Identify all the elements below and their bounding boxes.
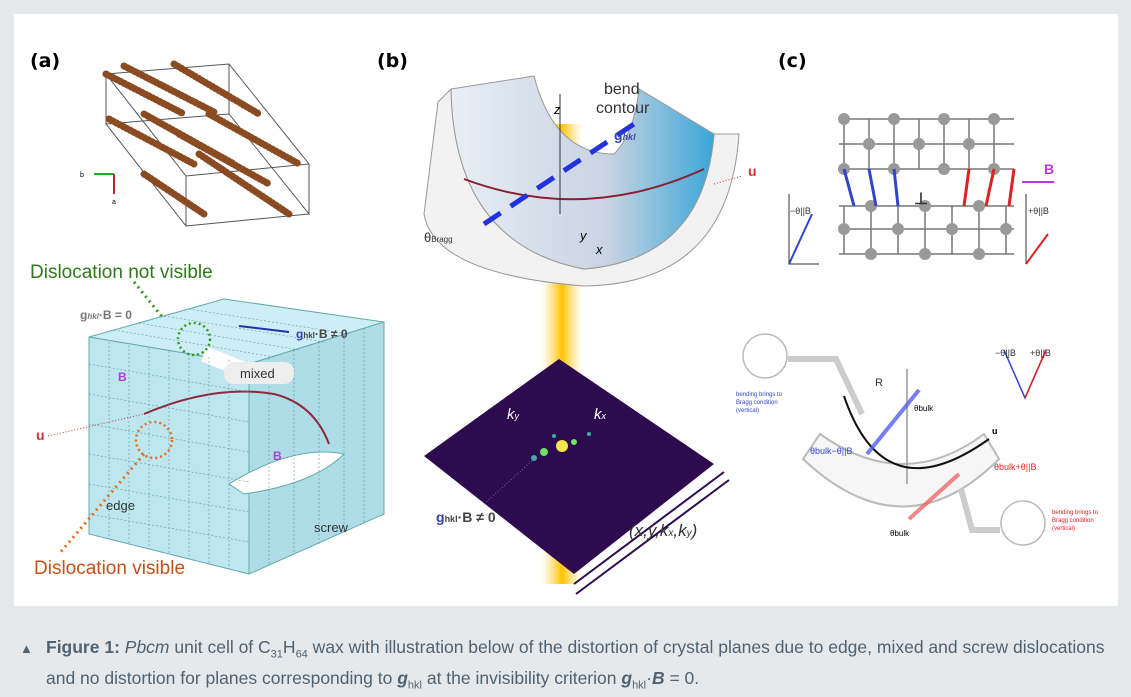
g-vector-arrow <box>238 325 290 333</box>
minus-theta-label-2: −θ||B <box>995 348 1016 358</box>
u-curve <box>843 395 990 470</box>
burgers-vector-label: B <box>118 370 127 384</box>
phase-space-coords: (x,y,kx,ky) <box>629 521 697 540</box>
svg-text:bending brings to: bending brings to <box>736 392 783 398</box>
plus-theta-label-2: +θ||B <box>1030 348 1051 358</box>
mixed-tag <box>224 362 294 384</box>
panel-b: (b) bend contour z ghkl u θBragg y x ky … <box>377 50 757 595</box>
g-dot-b-nonzero-label: ghkl·B ≠ 0 <box>296 327 348 341</box>
dislocation-visible-label: Dislocation visible <box>34 558 185 579</box>
mixed-label: mixed <box>240 366 275 381</box>
svg-text:(vertical): (vertical) <box>1052 526 1075 532</box>
axis-a-label: a <box>112 199 116 206</box>
crystal-block <box>88 298 385 575</box>
edge-label: edge <box>106 498 135 513</box>
burgers-vector-label-2: B <box>273 449 282 463</box>
dislocation-not-visible-label: Dislocation not visible <box>30 262 213 283</box>
svg-text:bending brings to: bending brings to <box>1052 510 1099 516</box>
theta-bulk-top: θbulk <box>914 404 934 413</box>
theta-bragg-label: θBragg <box>424 230 453 245</box>
screw-label: screw <box>314 520 349 535</box>
line-direction-label: u <box>36 427 45 443</box>
figure-caption: ▲ Figure 1: Pbcm unit cell of C31H64 wax… <box>20 637 1105 691</box>
g-dot-b-zero-label: ghkl·B = 0 <box>80 308 132 322</box>
bent-sample <box>801 432 1001 508</box>
lattice <box>838 113 1016 260</box>
theta-bulk-minus: θbulk−θ||B <box>810 446 852 456</box>
plus-theta-label: +θ||B <box>1028 206 1049 216</box>
kx-label: kx <box>594 406 607 423</box>
svg-text:Bragg condition: Bragg condition <box>736 400 778 406</box>
panel-c-label: (c) <box>778 50 807 72</box>
svg-text:Bragg condition: Bragg condition <box>1052 518 1094 524</box>
detector-plane <box>424 359 714 574</box>
u-label-b: u <box>748 163 757 179</box>
theta-bulk-plus: θbulk+θ||B <box>994 462 1036 472</box>
figure: (a) b a Dislocation not visible ghkl·B =… <box>14 14 1118 606</box>
panel-b-label: (b) <box>377 50 408 72</box>
inset-right <box>1000 500 1046 546</box>
ky-label: ky <box>507 406 520 423</box>
bending-note-left: bending brings to Bragg condition (vertica… <box>736 392 783 414</box>
theta-bulk-bottom: θbulk <box>890 529 910 538</box>
g-dot-b-nonzero-label-b: ghkl·B ≠ 0 <box>436 509 496 525</box>
contour-label: contour <box>596 100 650 117</box>
z-label: z <box>553 102 561 117</box>
figure-illustration: (a) b a Dislocation not visible ghkl·B =… <box>30 50 1099 595</box>
u-label-c: u <box>992 426 998 436</box>
svg-text:(vertical): (vertical) <box>736 408 759 414</box>
minus-theta-label: −θ||B <box>790 206 811 216</box>
panel-c: (c) ⊥ B −θ||B +θ||B R u θbulk θbulk θbul… <box>736 50 1099 546</box>
g-hkl-label: ghkl <box>614 127 636 143</box>
bend-label: bend <box>604 81 640 98</box>
bend-contour-surface <box>450 75 715 270</box>
y-axis-label: y <box>579 228 588 243</box>
x-axis-label: x <box>595 242 603 257</box>
panel-a-label: (a) <box>30 50 60 72</box>
visible-dislocation-circle <box>134 420 174 460</box>
molecule-chains <box>102 60 303 218</box>
svg-text:⊥: ⊥ <box>914 191 928 208</box>
invisible-dislocation-circle <box>176 321 212 357</box>
axis-b-label: b <box>80 172 84 179</box>
bending-note-right: bending brings to Bragg condition (vertica… <box>1052 510 1099 532</box>
radius-label: R <box>875 377 883 389</box>
panel-a: (a) b a Dislocation not visible ghkl·B =… <box>30 50 385 579</box>
b-label-c: B <box>1044 161 1054 177</box>
collapse-caption-icon[interactable]: ▲ <box>20 641 33 656</box>
orange-pointer <box>57 453 146 555</box>
caption-title: Figure 1: <box>46 637 120 657</box>
inset-left <box>742 333 788 379</box>
diffraction-spots <box>531 432 591 461</box>
